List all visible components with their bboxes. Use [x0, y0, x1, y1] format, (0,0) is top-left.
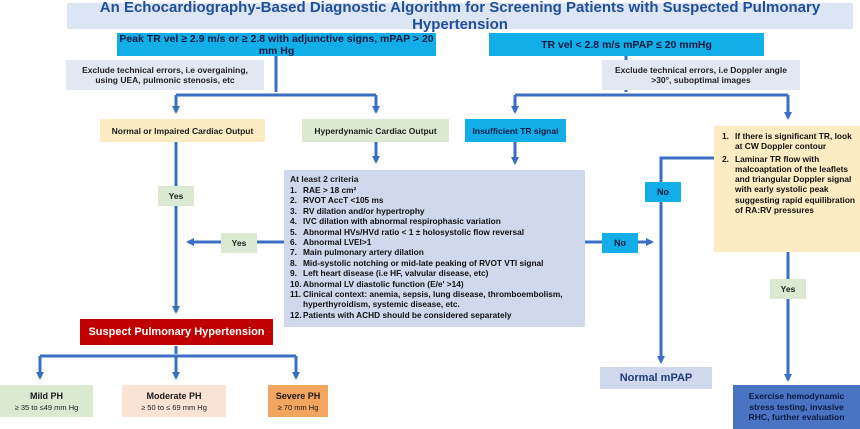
criterion-text: RVOT AccT <105 ms — [303, 195, 384, 206]
yes-label-criteria: Yes — [221, 233, 257, 253]
criterion-text: Abnormal LVEI>1 — [303, 237, 372, 248]
criterion-item: 11.Clinical context: anemia, sepsis, lun… — [290, 289, 579, 310]
criterion-text: Main pulmonary artery dilation — [303, 247, 424, 258]
criterion-number: 2. — [290, 195, 297, 206]
criterion-text: IVC dilation with abnormal respirophasic… — [303, 216, 501, 227]
hyperdynamic-output-box: Hyperdynamic Cardiac Output — [302, 119, 449, 142]
low-tr-velocity-box: TR vel < 2.8 m/s mPAP ≤ 20 mmHg — [489, 33, 764, 56]
insufficient-tr-box: Insufficient TR signal — [465, 119, 566, 142]
criterion-item: 12.Patients with ACHD should be consider… — [290, 310, 579, 320]
mild-ph-title: Mild PH — [30, 390, 63, 401]
criterion-item: 3. RV dilation and/or hypertrophy — [290, 206, 579, 216]
criterion-number: 3. — [290, 205, 297, 216]
criterion-text: Mid-systolic notching or mid-late peakin… — [303, 257, 544, 268]
tr-criterion-number: 1. — [722, 131, 729, 141]
criteria-heading: At least 2 criteria — [290, 174, 359, 184]
moderate-ph-range: ≥ 50 to ≤ 69 mm Hg — [141, 402, 207, 412]
normal-impaired-output-box: Normal or Impaired Cardiac Output — [100, 119, 265, 142]
technical-errors-note-right: Exclude technical errors, i.e Doppler an… — [602, 60, 800, 90]
criterion-text: Abnormal LV diastolic function (E/e' >14… — [303, 278, 464, 289]
criterion-item: 9. Left heart disease (i.e HF, valvular d… — [290, 268, 579, 278]
severe-ph-box: Severe PH ≥ 70 mm Hg — [268, 385, 328, 417]
criterion-item: 10.Abnormal LV diastolic function (E/e' … — [290, 279, 579, 289]
tr-criterion-number: 2. — [722, 153, 729, 164]
no-label-right: No — [645, 182, 681, 202]
criterion-number: 4. — [290, 216, 297, 227]
technical-errors-note-left: Exclude technical errors, i.e overgainin… — [66, 60, 264, 90]
mild-ph-range: ≥ 35 to ≤49 mm Hg — [14, 402, 79, 412]
high-tr-velocity-box: Peak TR vel ≥ 2.9 m/s or ≥ 2.8 with adju… — [117, 33, 436, 57]
criterion-number: 12. — [290, 309, 302, 320]
no-label-criteria: No — [602, 233, 638, 253]
suspect-ph-box: Suspect Pulmonary Hypertension — [80, 319, 273, 345]
moderate-ph-box: Moderate PH ≥ 50 to ≤ 69 mm Hg — [122, 385, 226, 417]
criterion-item: 4. IVC dilation with abnormal respirophas… — [290, 216, 579, 226]
tr-doppler-criteria-box: 1. If there is significant TR, look at CW… — [714, 126, 860, 252]
criterion-item: 6. Abnormal LVEI>1 — [290, 237, 579, 247]
criterion-item: 2. RVOT AccT <105 ms — [290, 195, 579, 205]
criteria-list: 1. RAE > 18 cm² 2. RVOT AccT <105 ms 3. RV di… — [290, 185, 579, 320]
mild-ph-box: Mild PH ≥ 35 to ≤49 mm Hg — [0, 385, 93, 417]
severe-ph-range: ≥ 70 mm Hg — [277, 402, 319, 412]
criterion-item: 8. Mid-systolic notching or mid-late peak… — [290, 258, 579, 268]
tr-criterion-item: 2. Laminar TR flow with malcoaptation of … — [722, 154, 856, 216]
criterion-text: Left heart disease (i.e HF, valvular dis… — [303, 268, 489, 279]
criterion-number: 11. — [290, 289, 302, 300]
criterion-item: 7. Main pulmonary artery dilation — [290, 247, 579, 257]
criterion-text: RAE > 18 cm² — [303, 185, 357, 195]
criterion-number: 8. — [290, 257, 297, 268]
tr-doppler-criteria-list: 1. If there is significant TR, look at CW… — [722, 131, 856, 217]
severe-ph-title: Severe PH — [275, 390, 321, 401]
normal-mpap-box: Normal mPAP — [600, 367, 712, 389]
criterion-text: RV dilation and/or hypertrophy — [303, 205, 425, 216]
criterion-number: 1. — [290, 185, 297, 195]
exercise-testing-box: Exercise hemodynamic stress testing, inv… — [733, 385, 860, 429]
criterion-number: 5. — [290, 226, 297, 237]
criterion-number: 9. — [290, 268, 297, 279]
tr-criterion-text: If there is significant TR, look at CW D… — [735, 131, 852, 152]
tr-criterion-text: Laminar TR flow with malcoaptation of th… — [735, 153, 856, 216]
criteria-box: At least 2 criteria 1. RAE > 18 cm² 2. RVOT… — [284, 170, 585, 327]
tr-criterion-item: 1. If there is significant TR, look at CW… — [722, 131, 856, 152]
criterion-text: Abnormal HVs/HVd ratio < 1 ± holosystoli… — [303, 226, 525, 237]
arrow-right-no — [657, 156, 714, 364]
criterion-number: 7. — [290, 247, 297, 258]
moderate-ph-title: Moderate PH — [146, 390, 202, 401]
criterion-text: Clinical context: anemia, sepsis, lung d… — [303, 289, 563, 310]
criterion-number: 6. — [290, 237, 297, 248]
yes-label-normal: Yes — [158, 186, 194, 206]
criterion-number: 10. — [290, 278, 302, 289]
diagram-title: An Echocardiography-Based Diagnostic Alg… — [67, 0, 853, 33]
criterion-text: Patients with ACHD should be considered … — [303, 309, 512, 320]
criterion-item: 5. Abnormal HVs/HVd ratio < 1 ± holosysto… — [290, 227, 579, 237]
yes-label-right: Yes — [770, 279, 806, 299]
criterion-item: 1. RAE > 18 cm² — [290, 185, 579, 195]
